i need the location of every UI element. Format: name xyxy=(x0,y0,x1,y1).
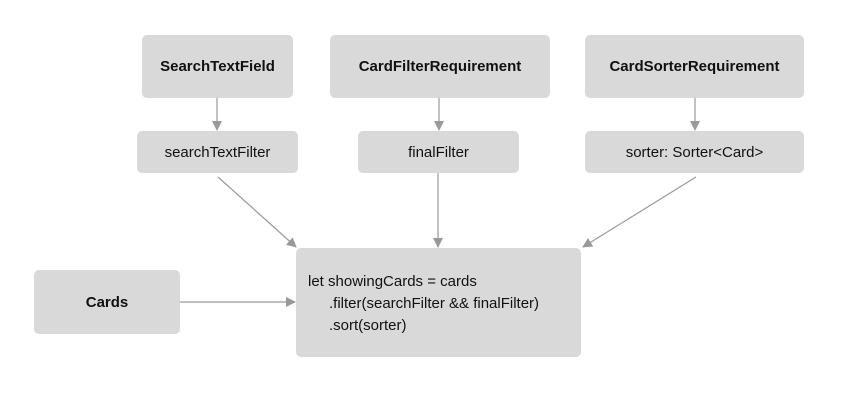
node-card-filter-requirement: CardFilterRequirement xyxy=(330,35,550,98)
node-cards: Cards xyxy=(34,270,180,334)
arrow-sorter-to-code xyxy=(582,176,697,248)
node-card-sorter-requirement: CardSorterRequirement xyxy=(585,35,804,98)
arrow-searchfilter-to-code xyxy=(217,176,297,248)
code-line-2: .filter(searchFilter && finalFilter) xyxy=(329,295,540,312)
node-search-text-filter: searchTextFilter xyxy=(137,131,298,173)
node-final-filter: finalFilter xyxy=(358,131,519,173)
code-line-3: .sort(sorter) xyxy=(329,317,407,334)
node-search-text-field: SearchTextField xyxy=(142,35,293,98)
code-line-1: let showingCards = cards xyxy=(308,273,477,290)
node-code-block: let showingCards = cards .filter(searchF… xyxy=(296,248,581,357)
node-sorter: sorter: Sorter<Card> xyxy=(585,131,804,173)
